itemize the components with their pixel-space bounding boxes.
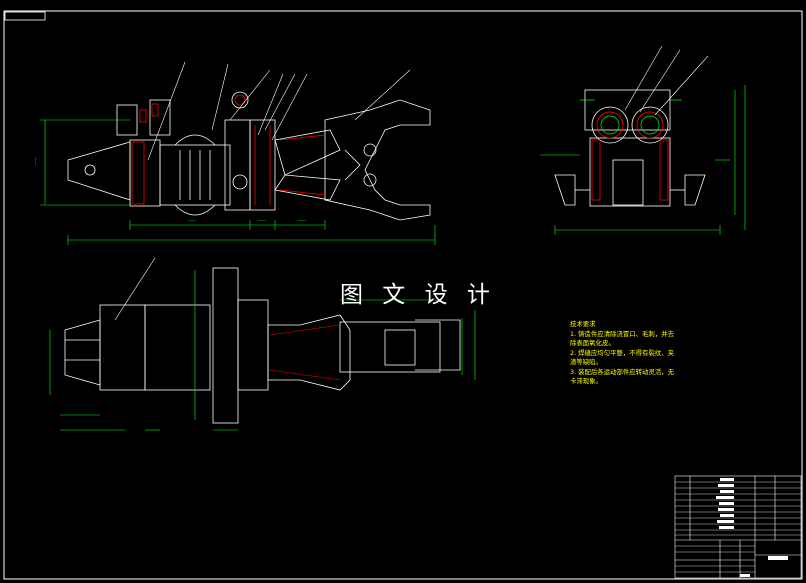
svg-text:——: —— — [33, 157, 38, 165]
svg-text:——: —— — [258, 218, 266, 223]
title-block-rows — [675, 481, 801, 573]
front-view — [67, 91, 431, 221]
title-block-fills — [716, 478, 788, 577]
front-view-dimensions — [40, 119, 436, 245]
title-block — [674, 475, 802, 579]
notes-item: 3. 装配后各运动部件应转动灵活，无卡滞现象。 — [570, 367, 674, 386]
notes-title: 技术要求 — [570, 320, 596, 328]
top-view-dimensions — [49, 270, 476, 431]
notes-item: 2. 焊缝应均匀平整，不得有裂纹、夹渣等缺陷。 — [570, 348, 674, 367]
side-view-green — [580, 99, 682, 135]
watermark: 图 文 设 计 — [340, 282, 496, 308]
top-view-leaders — [114, 257, 156, 321]
front-view-leaders — [147, 61, 411, 161]
side-view-dimensions — [540, 85, 746, 235]
front-view-dimension-text: —— —— —— —— — [33, 157, 306, 223]
drawing-border — [3, 10, 803, 580]
svg-text:——: —— — [188, 218, 196, 223]
technical-requirements: 技术要求 1. 铸造件应清除浇冒口、毛刺，并去除表面氧化皮。 2. 焊缝应均匀平… — [570, 320, 675, 387]
side-view — [554, 89, 706, 207]
front-view-red — [131, 94, 326, 205]
notes-item: 1. 铸造件应清除浇冒口、毛刺，并去除表面氧化皮。 — [570, 329, 674, 348]
top-view-red — [269, 324, 341, 381]
side-view-leaders — [624, 45, 709, 116]
side-view-red — [591, 111, 669, 201]
drawing-number-box — [4, 11, 46, 21]
top-view — [64, 267, 461, 424]
svg-text:——: —— — [298, 218, 306, 223]
